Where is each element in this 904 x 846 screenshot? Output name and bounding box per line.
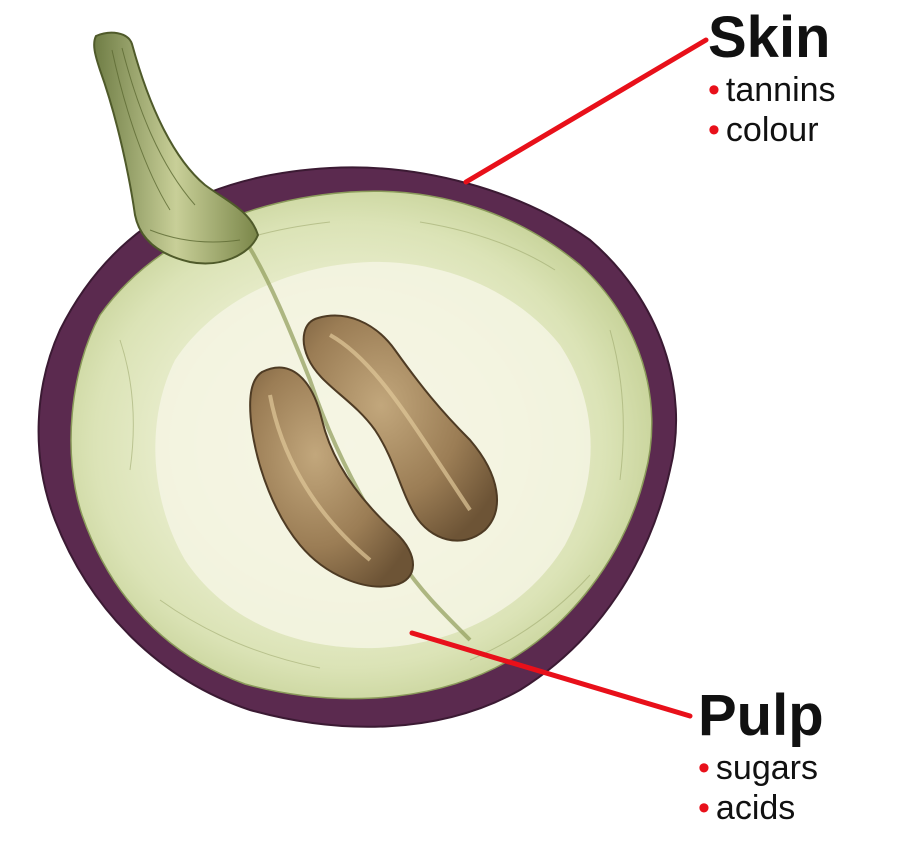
skin-callout: Skin •tannins •colour bbox=[708, 6, 836, 150]
bullet-icon: • bbox=[698, 749, 710, 787]
pulp-properties-list: •sugars •acids bbox=[698, 748, 824, 828]
skin-item-label: colour bbox=[726, 111, 819, 149]
list-item: •acids bbox=[698, 788, 824, 828]
bullet-icon: • bbox=[708, 111, 720, 149]
skin-heading: Skin bbox=[708, 6, 836, 70]
list-item: •colour bbox=[708, 110, 836, 150]
pulp-heading: Pulp bbox=[698, 684, 824, 748]
grape-stem bbox=[94, 33, 258, 264]
list-item: •sugars bbox=[698, 748, 824, 788]
skin-leader-line bbox=[466, 40, 706, 182]
list-item: •tannins bbox=[708, 70, 836, 110]
bullet-icon: • bbox=[708, 71, 720, 109]
pulp-item-label: sugars bbox=[716, 749, 818, 787]
pulp-item-label: acids bbox=[716, 789, 795, 827]
bullet-icon: • bbox=[698, 789, 710, 827]
pulp-inner-area bbox=[155, 262, 590, 648]
skin-properties-list: •tannins •colour bbox=[708, 70, 836, 150]
pulp-callout: Pulp •sugars •acids bbox=[698, 684, 824, 828]
skin-item-label: tannins bbox=[726, 71, 836, 109]
